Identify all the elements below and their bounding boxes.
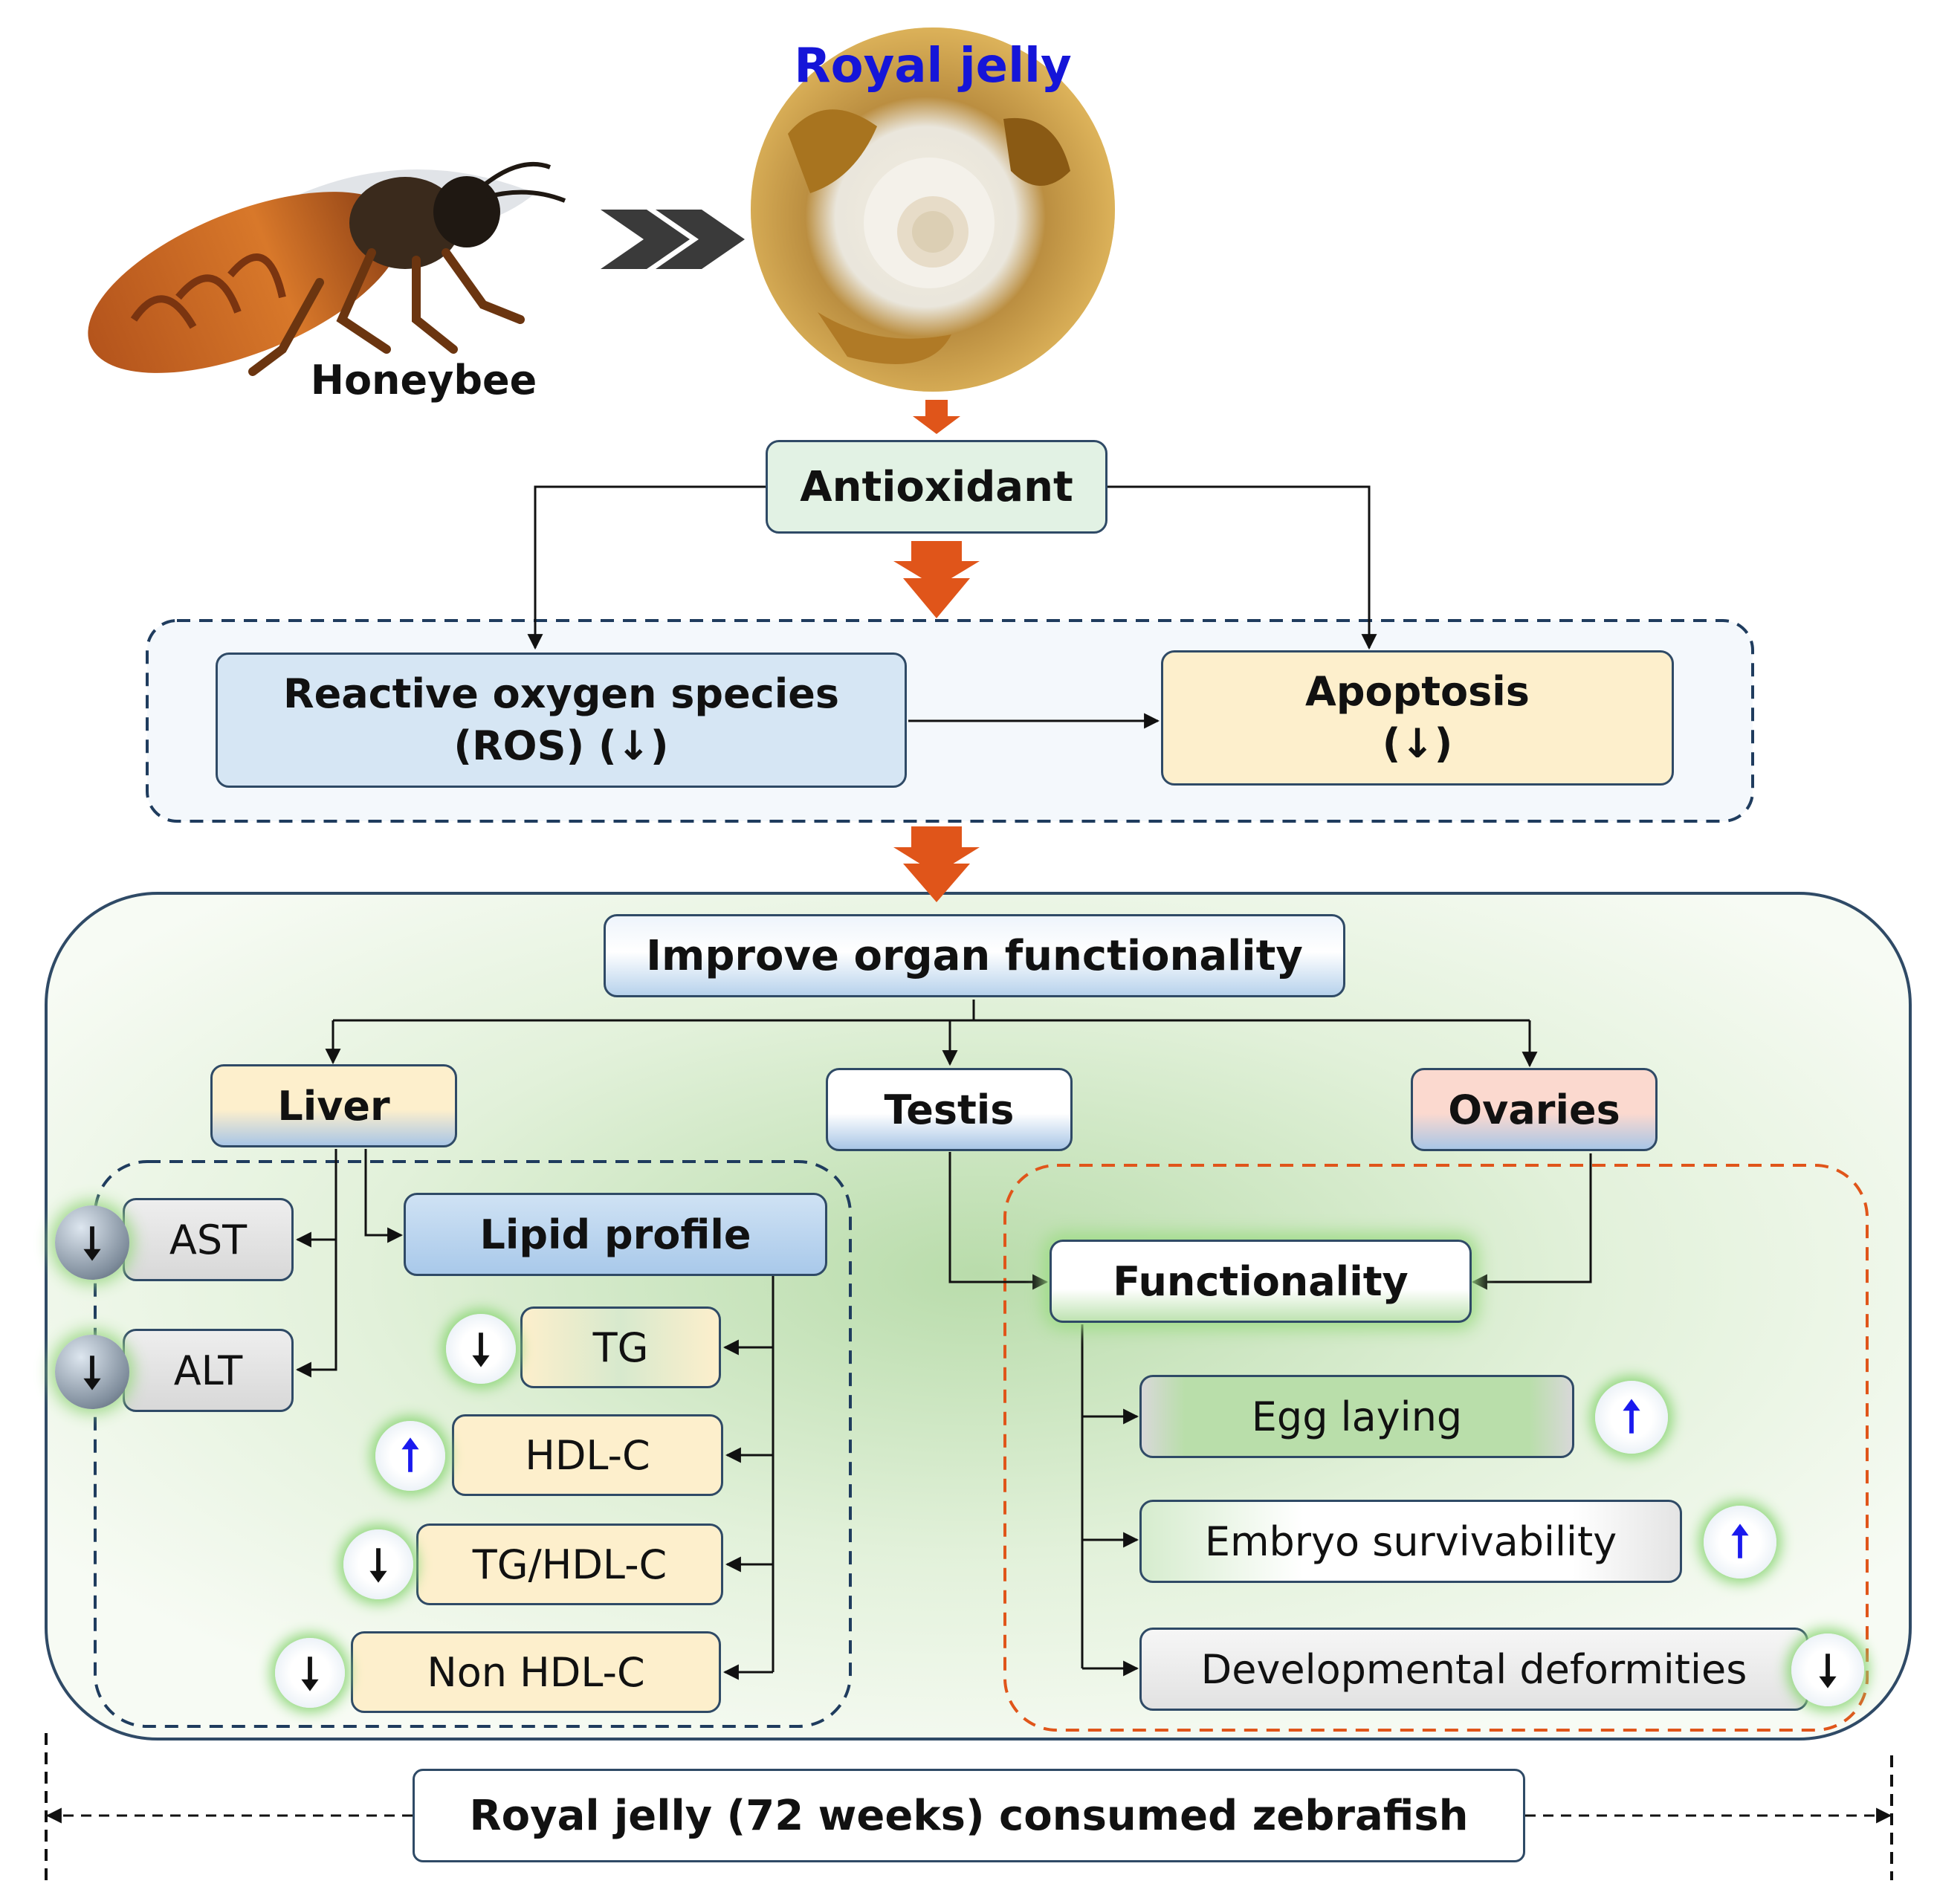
antioxidant-box: Antioxidant	[766, 440, 1107, 534]
hdl-c-box: HDL-C	[452, 1414, 723, 1496]
honeybee-label: Honeybee	[310, 357, 537, 404]
orange-flow-arrows	[893, 400, 980, 902]
down-arrow-icon	[472, 1333, 490, 1367]
non-hdl-c-down-badge	[275, 1638, 345, 1708]
down-arrow-icon	[1819, 1654, 1837, 1688]
lipid-profile-box: Lipid profile	[404, 1193, 827, 1276]
down-arrow-icon	[369, 1548, 387, 1583]
honeybee-illustration	[88, 161, 566, 376]
alt-box: ALT	[123, 1329, 294, 1412]
hdl-c-up-badge	[375, 1421, 445, 1491]
double-chevron-icon	[601, 210, 745, 269]
down-arrow-icon	[83, 1356, 101, 1390]
liver-markers-container	[94, 1160, 852, 1728]
tg-box: TG	[520, 1306, 721, 1388]
developmental-deformities-box: Developmental deformities	[1139, 1628, 1808, 1711]
embryo-survivability-up-badge	[1704, 1506, 1776, 1578]
egg-laying-up-badge	[1595, 1381, 1668, 1454]
reproduction-container	[1003, 1164, 1869, 1732]
egg-laying-box: Egg laying	[1139, 1375, 1574, 1458]
improve-organ-functionality-box: Improve organ functionality	[604, 914, 1345, 997]
alt-down-badge	[55, 1335, 129, 1409]
royal-jelly-photo	[751, 27, 1115, 392]
tg-down-badge	[446, 1314, 516, 1384]
up-arrow-icon	[1731, 1523, 1749, 1558]
ovaries-box: Ovaries	[1411, 1068, 1658, 1151]
tg-hdl-c-down-badge	[343, 1529, 413, 1599]
ast-box: AST	[123, 1198, 294, 1281]
down-arrow-icon	[83, 1226, 101, 1261]
apoptosis-box: Apoptosis (↓)	[1161, 650, 1674, 786]
testis-box: Testis	[826, 1068, 1073, 1151]
liver-box: Liver	[210, 1064, 457, 1147]
functionality-box: Functionality	[1050, 1240, 1472, 1323]
embryo-survivability-box: Embryo survivability	[1139, 1500, 1682, 1583]
royal-jelly-title: Royal jelly	[794, 39, 1072, 94]
down-arrow-icon	[301, 1657, 319, 1691]
duration-label-box: Royal jelly (72 weeks) consumed zebrafis…	[413, 1769, 1525, 1862]
tg-hdl-c-box: TG/HDL-C	[416, 1523, 723, 1605]
ros-box: Reactive oxygen species (ROS) (↓)	[216, 653, 907, 788]
developmental-deformities-down-badge	[1791, 1633, 1864, 1706]
up-arrow-icon	[1623, 1399, 1640, 1434]
non-hdl-c-box: Non HDL-C	[351, 1631, 721, 1713]
up-arrow-icon	[401, 1437, 419, 1472]
ast-down-badge	[55, 1205, 129, 1280]
